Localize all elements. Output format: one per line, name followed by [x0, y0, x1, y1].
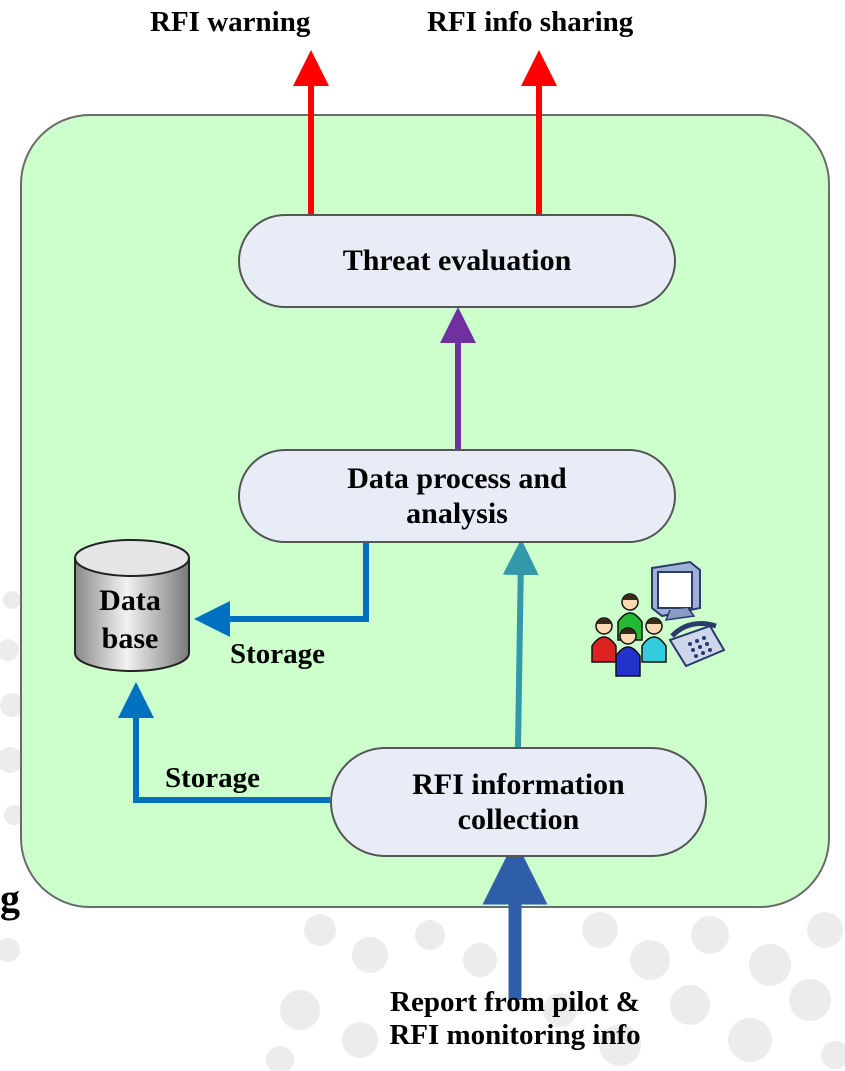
storage-label-collection: Storage: [165, 762, 261, 794]
partial-clipped-letter: g: [0, 876, 20, 921]
people-group-icon: [591, 593, 667, 677]
database-label: Data base: [72, 582, 188, 657]
output-rfi-info-sharing-label: RFI info sharing: [427, 6, 634, 38]
rfi-collection-label-line2: collection: [457, 803, 580, 836]
database-cylinder-icon: [74, 539, 190, 672]
input-source-line2: RFI monitoring info: [389, 1019, 641, 1052]
output-rfi-warning-label: RFI warning: [150, 6, 311, 38]
database-label-line1: Data: [99, 584, 161, 617]
data-process-node: Data process and analysis: [238, 449, 676, 543]
data-process-label-line2: analysis: [406, 497, 508, 530]
storage-label-process: Storage: [230, 638, 326, 670]
threat-evaluation-node: Threat evaluation: [238, 214, 676, 308]
threat-evaluation-label: Threat evaluation: [342, 244, 572, 278]
operators-illustration: [591, 560, 726, 677]
rfi-collection-node: RFI information collection: [330, 747, 707, 857]
computer-monitor-icon: [651, 560, 701, 621]
database-label-line2: base: [101, 621, 159, 655]
rfi-collection-label-line1: RFI information: [412, 767, 625, 801]
input-source-line1: Report from pilot &: [390, 986, 640, 1018]
input-source-label: Report from pilot & RFI monitoring info: [330, 986, 700, 1053]
telephone-icon: [668, 621, 726, 668]
data-process-label-line1: Data process and: [347, 461, 567, 495]
